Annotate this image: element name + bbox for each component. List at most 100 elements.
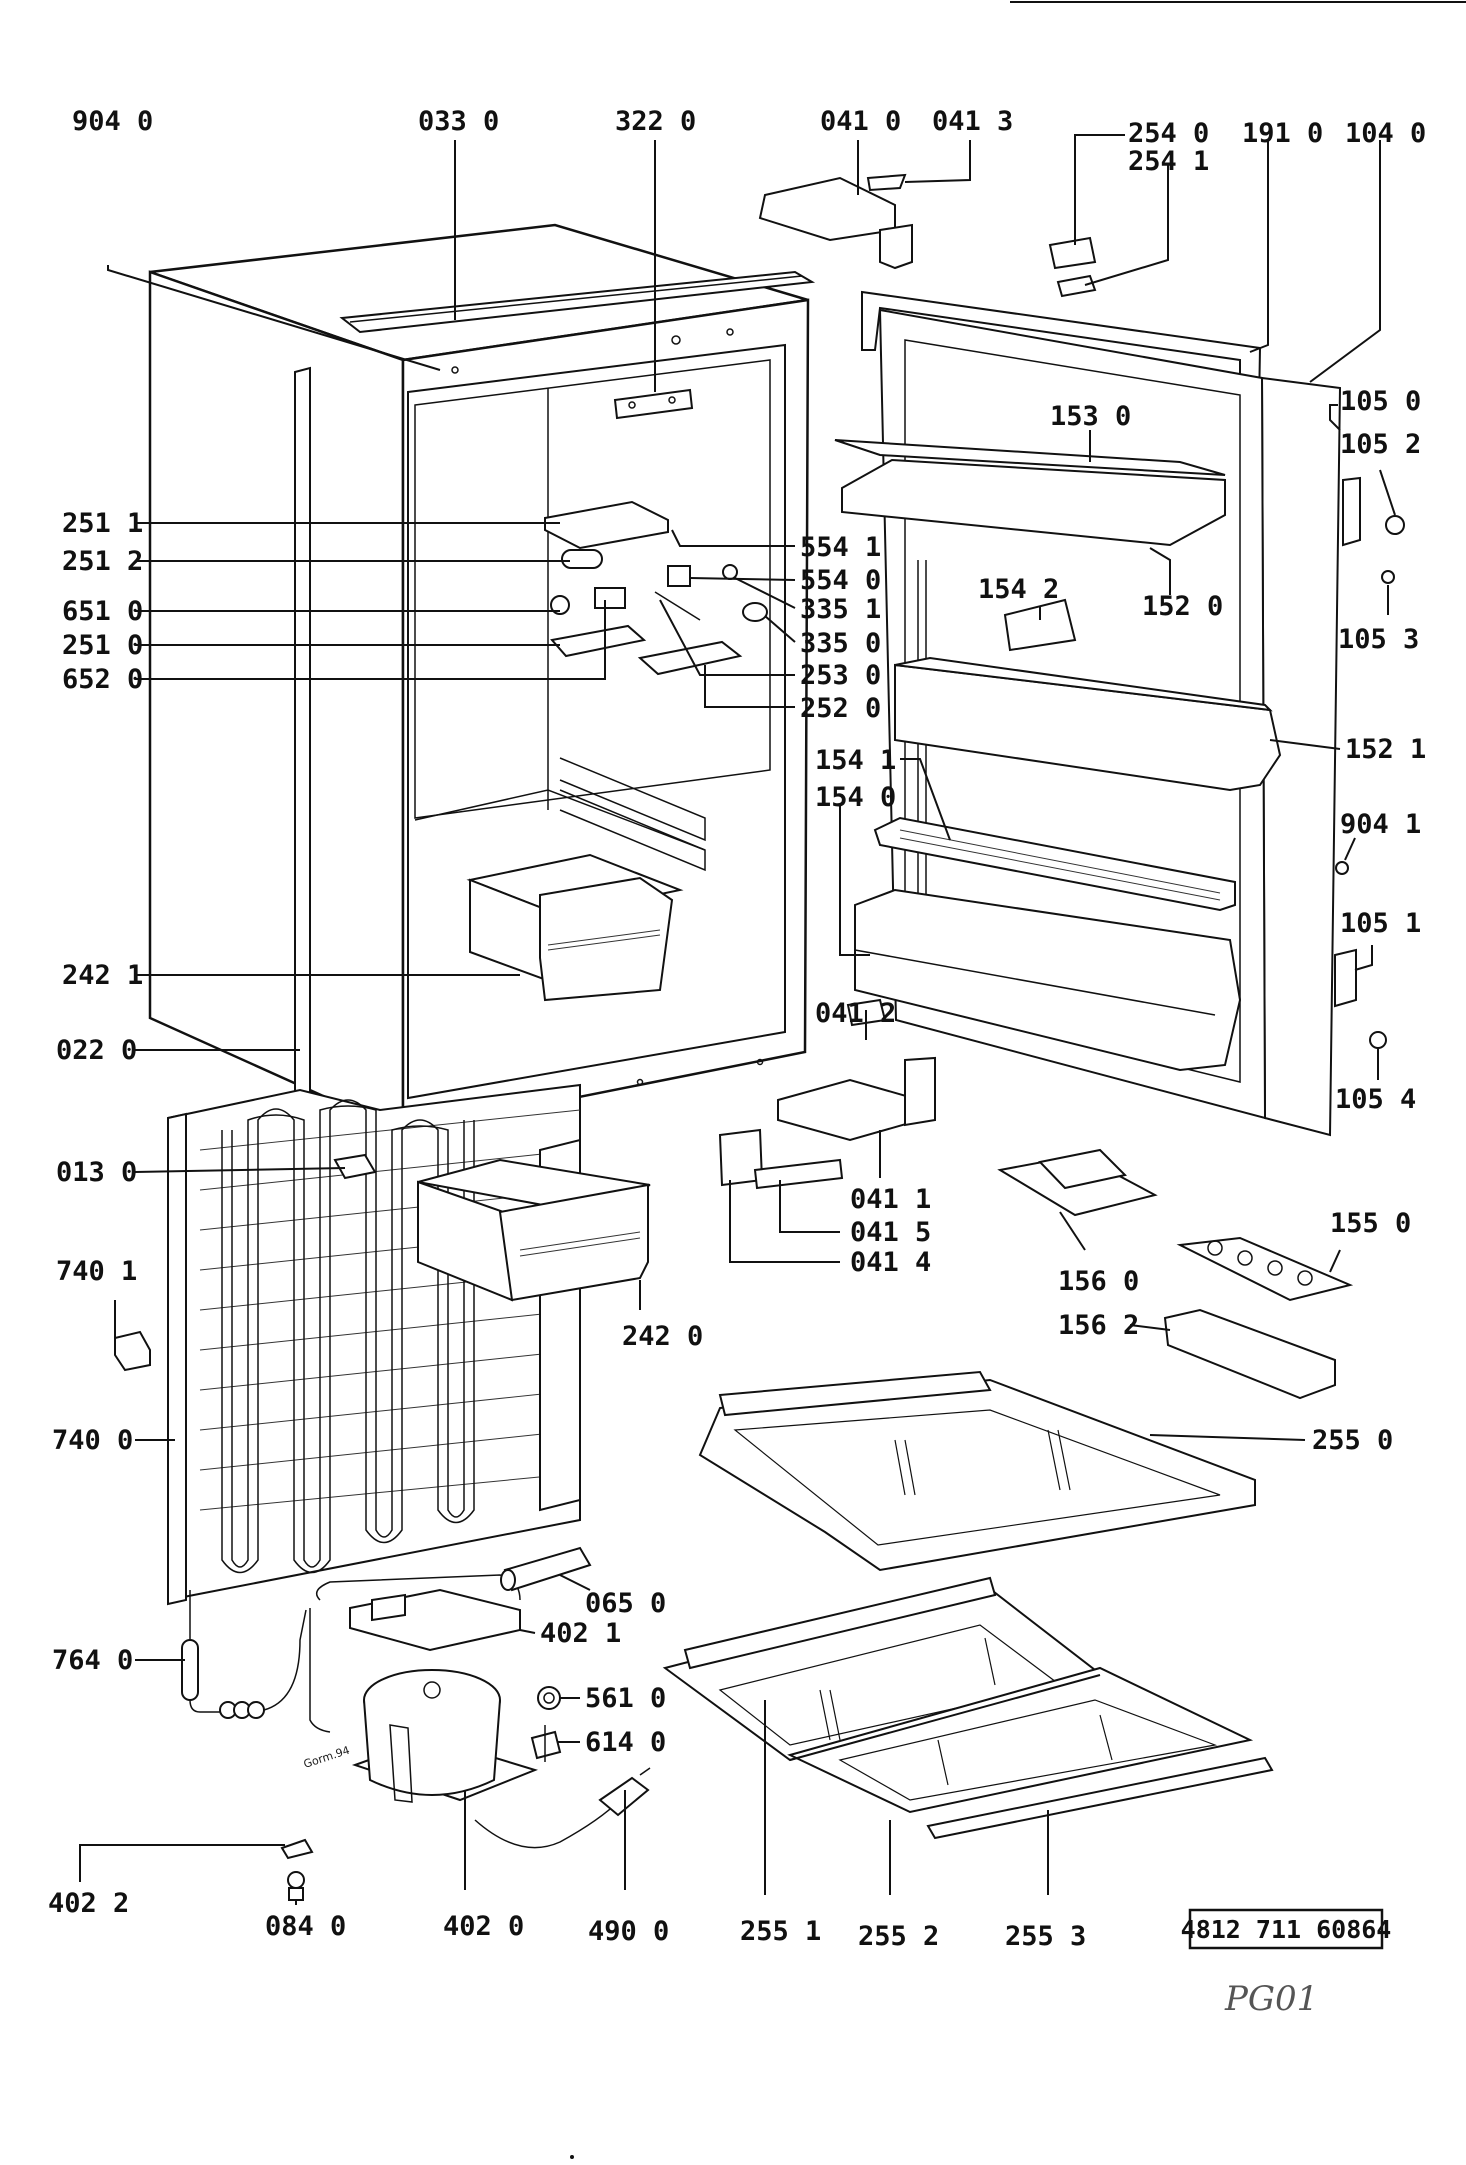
leader-1520 xyxy=(1149,547,1171,595)
compressor-marking: Gorm.94 xyxy=(302,1744,351,1771)
label-1541: 154 1 xyxy=(815,745,896,776)
clip-4022 xyxy=(280,1838,314,1860)
capillary-bulb xyxy=(181,1639,199,1701)
condenser-fin xyxy=(199,1149,581,1191)
label-1542: 154 2 xyxy=(978,574,1059,605)
screw-1052 xyxy=(1385,515,1405,535)
frame-hole xyxy=(756,1058,764,1066)
leader-1521 xyxy=(1269,739,1341,750)
leader-4021 xyxy=(519,1629,536,1634)
egg-cup xyxy=(1267,1260,1283,1276)
glass-pane xyxy=(733,1409,1221,1546)
leader-1040 xyxy=(1309,140,1381,383)
label-2541: 254 1 xyxy=(1128,146,1209,177)
terminal-body xyxy=(530,1730,562,1760)
crisper-grip xyxy=(547,934,661,951)
bottle-guard-bars xyxy=(899,829,1221,901)
guard-bar xyxy=(899,829,1221,894)
label-0415: 041 5 xyxy=(850,1217,931,1248)
label-3220: 322 0 xyxy=(615,106,696,137)
knob-part xyxy=(742,602,768,622)
label-9040: 904 0 xyxy=(72,106,153,137)
crisper-drawer-inner xyxy=(466,853,684,1002)
leader-2541 xyxy=(1084,165,1169,286)
glass-reflection xyxy=(894,1439,916,1496)
glass-shelf-lower xyxy=(662,1576,1274,1840)
crisper-front xyxy=(539,876,674,1002)
clip-7401 xyxy=(114,1330,151,1372)
drier-end xyxy=(500,1569,516,1591)
top-hinge-leg xyxy=(879,223,913,270)
shelf-seam xyxy=(789,1674,1101,1761)
leader-1052 xyxy=(1379,469,1396,516)
label-2510: 251 0 xyxy=(62,630,143,661)
document-reference: 4812 711 60864 xyxy=(1181,1908,1391,1950)
guard-bar xyxy=(899,837,1221,901)
terminal-614 xyxy=(530,1725,562,1762)
leader-3351 xyxy=(734,577,796,609)
hinge-plate-hole xyxy=(668,396,676,404)
glass-shelf-frame xyxy=(698,1378,1256,1572)
clip-body xyxy=(114,1330,151,1372)
leader-9041 xyxy=(1344,837,1356,861)
shaft-line xyxy=(654,591,701,621)
shelf-lip xyxy=(854,949,1216,1016)
label-2520: 252 0 xyxy=(800,693,881,724)
relay-clip xyxy=(371,1593,406,1622)
handle-plate-2541 xyxy=(1056,274,1097,298)
handwritten-note: PG01 xyxy=(1224,1979,1318,2019)
capillary-764 xyxy=(181,1590,307,1719)
bottom-hinge-body xyxy=(777,1078,921,1142)
leader-0650 xyxy=(559,1574,591,1591)
glass-reflection xyxy=(819,1689,841,1741)
label-1530: 153 0 xyxy=(1050,401,1131,432)
condenser-side-bracket xyxy=(167,1112,187,1606)
bottle-guard xyxy=(873,816,1236,912)
label-1910: 191 0 xyxy=(1242,118,1323,149)
glass-shelf-upper xyxy=(698,1370,1256,1572)
handle-cap-2540 xyxy=(1048,236,1097,270)
leader-5540 xyxy=(689,577,796,581)
label-1040: 104 0 xyxy=(1345,118,1426,149)
label-0650: 065 0 xyxy=(585,1588,666,1619)
capillary-line xyxy=(263,1609,307,1711)
label-6520: 652 0 xyxy=(62,664,143,695)
shelf-trim-2553 xyxy=(926,1756,1274,1840)
cord-wire xyxy=(474,1799,621,1849)
label-2552: 255 2 xyxy=(858,1921,939,1952)
side-strip xyxy=(294,366,311,1152)
reference-box xyxy=(1188,1908,1384,1950)
label-5540: 554 0 xyxy=(800,565,881,596)
condenser-coil-inner xyxy=(231,1105,465,1568)
compressor-nipple xyxy=(423,1681,441,1699)
drawer-grip xyxy=(519,1237,641,1257)
plug-pin xyxy=(639,1767,651,1776)
leader-3350 xyxy=(764,615,796,643)
butter-shelf xyxy=(841,458,1226,547)
leader-0413 xyxy=(904,140,971,183)
bottom-hinge xyxy=(718,998,936,1190)
condenser-fin xyxy=(199,1109,581,1151)
label-5541: 554 1 xyxy=(800,532,881,563)
label-7640: 764 0 xyxy=(52,1645,133,1676)
leader-1051 xyxy=(1354,945,1373,971)
shelf-clip-1542 xyxy=(1003,598,1077,652)
leader-9040 xyxy=(107,265,441,371)
grommet-561 xyxy=(537,1686,561,1710)
label-2553: 255 3 xyxy=(1005,1921,1086,1952)
condenser-coil xyxy=(221,1099,475,1574)
cabinet-body xyxy=(148,223,816,1152)
glass-pane-2 xyxy=(838,1699,1218,1801)
glass-shelf-1-rim xyxy=(683,1576,997,1670)
egg-cup xyxy=(1207,1240,1223,1256)
butter-lid xyxy=(834,439,1226,476)
crisper-drawer-outer xyxy=(417,1158,651,1302)
label-2420: 242 0 xyxy=(622,1321,703,1352)
leader-1562 xyxy=(1129,1324,1171,1331)
crisper-grip xyxy=(547,929,661,946)
screw-1054 xyxy=(1369,1031,1387,1049)
label-4021: 402 1 xyxy=(540,1618,621,1649)
leader-1910 xyxy=(1249,140,1269,353)
interior-floor-edge xyxy=(414,789,706,851)
label-1052: 105 2 xyxy=(1340,429,1421,460)
